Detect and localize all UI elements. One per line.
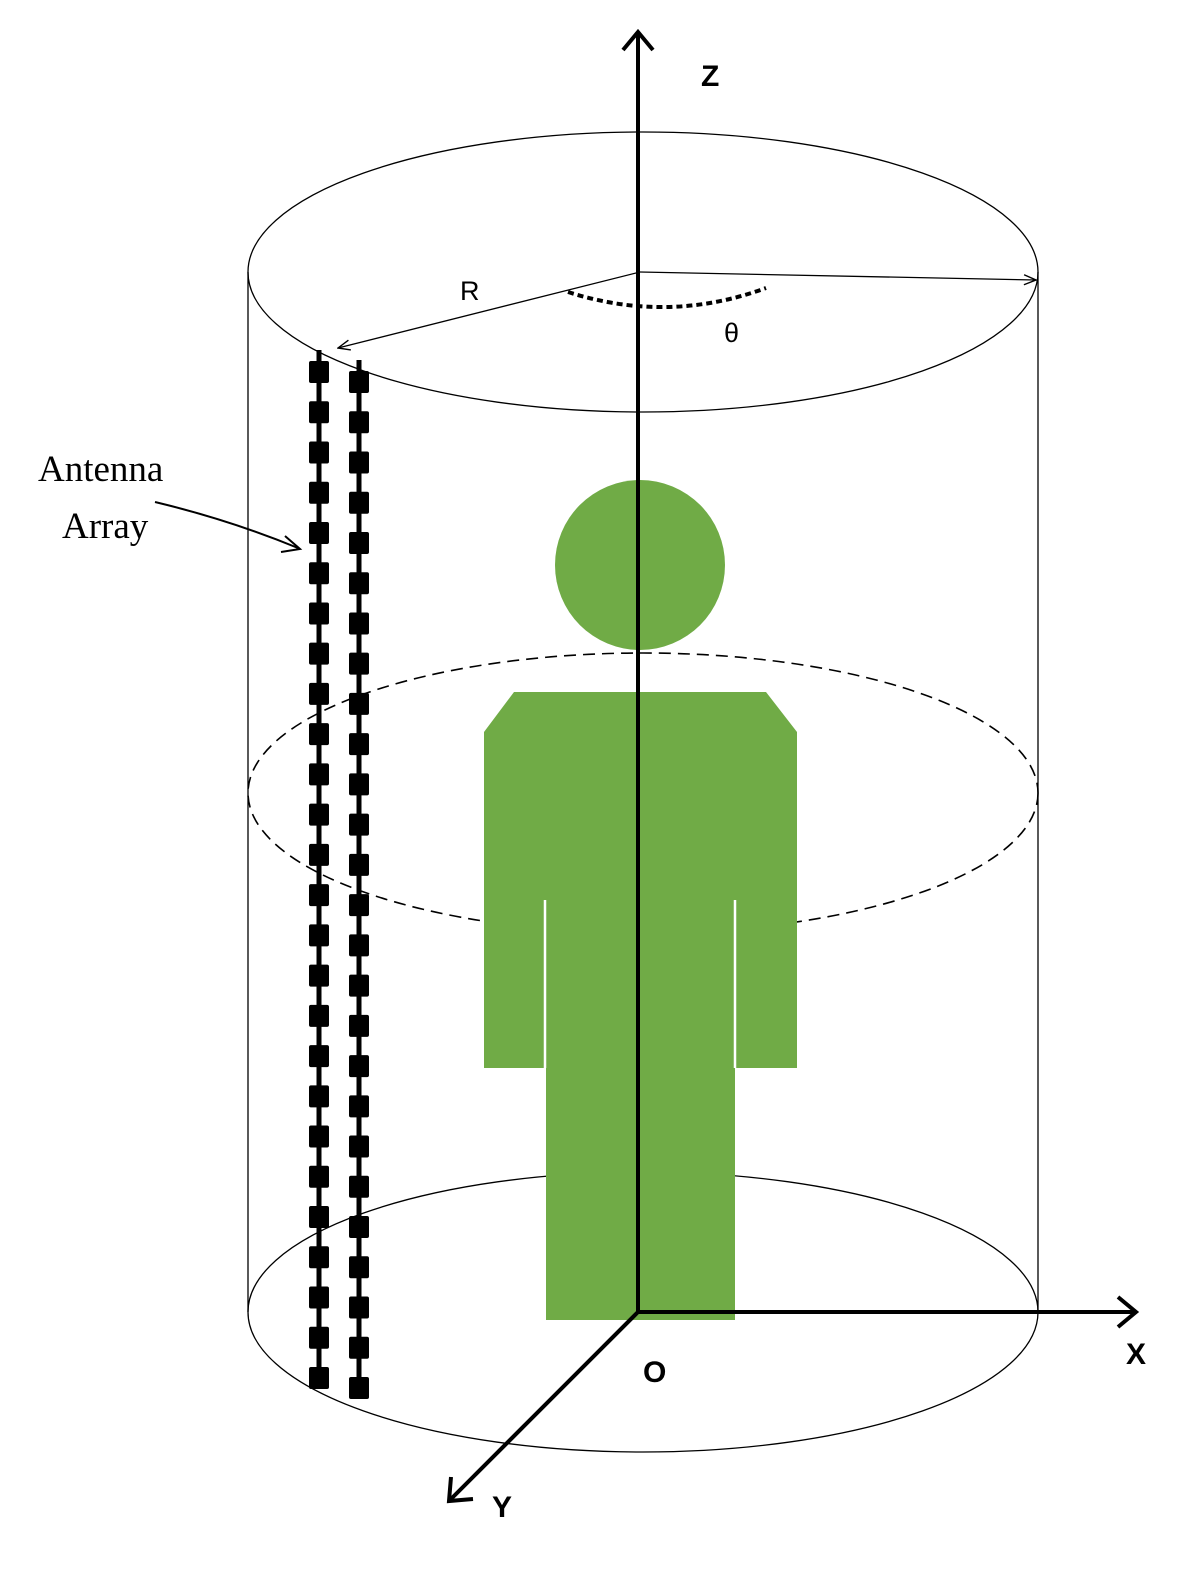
origin-label: O — [643, 1356, 666, 1389]
antenna-elements-right — [349, 371, 369, 1399]
antenna-element-right-21 — [349, 1175, 369, 1198]
antenna-element-left-5 — [309, 521, 329, 544]
antenna-element-right-9 — [349, 692, 369, 715]
antenna-element-right-7 — [349, 612, 369, 635]
antenna-element-left-24 — [309, 1286, 329, 1309]
antenna-pointer-arrow — [154, 501, 299, 549]
antenna-element-left-2 — [309, 401, 329, 424]
antenna-element-left-4 — [309, 481, 329, 504]
antenna-element-right-2 — [349, 411, 369, 434]
antenna-element-left-1 — [309, 361, 329, 383]
antenna-element-right-8 — [349, 652, 369, 675]
antenna-element-left-18 — [309, 1045, 329, 1068]
antenna-element-left-19 — [309, 1085, 329, 1108]
antenna-element-right-20 — [349, 1135, 369, 1158]
angle-theta-arc — [567, 286, 767, 310]
antenna-element-left-20 — [309, 1125, 329, 1148]
antenna-element-right-25 — [349, 1336, 369, 1359]
antenna-element-right-4 — [349, 491, 369, 514]
antenna-element-left-25 — [309, 1326, 329, 1349]
antenna-element-left-11 — [309, 763, 329, 786]
radius-line-right — [639, 271, 1036, 280]
antenna-element-right-3 — [349, 451, 369, 474]
antenna-element-right-24 — [349, 1296, 369, 1319]
z-axis-label: Z — [701, 60, 719, 93]
x-axis-label: X — [1126, 1338, 1146, 1371]
antenna-element-left-12 — [309, 803, 329, 826]
antenna-element-right-11 — [349, 773, 369, 796]
antenna-element-right-5 — [349, 531, 369, 554]
antenna-element-left-8 — [309, 642, 329, 665]
antenna-element-right-12 — [349, 813, 369, 836]
antenna-element-right-1 — [349, 371, 369, 393]
antenna-element-left-6 — [309, 562, 329, 585]
z-axis-arrowhead — [621, 28, 655, 52]
antenna-element-right-26 — [349, 1377, 369, 1399]
x-axis-arrowhead — [1116, 1295, 1140, 1329]
antenna-label-line2: Array — [62, 506, 149, 547]
antenna-callout: Antenna Array — [38, 449, 303, 553]
antenna-element-left-22 — [309, 1206, 329, 1229]
antenna-element-left-10 — [309, 723, 329, 746]
antenna-element-left-21 — [309, 1165, 329, 1188]
antenna-element-left-26 — [309, 1367, 329, 1389]
radius-angle-markers: R θ — [338, 271, 1036, 348]
antenna-element-right-14 — [349, 894, 369, 917]
antenna-array — [309, 350, 369, 1399]
y-axis-label: Y — [492, 1491, 512, 1524]
angle-label: θ — [724, 318, 739, 348]
y-axis — [448, 1310, 640, 1502]
antenna-pointer-arrowhead — [280, 535, 303, 553]
radius-line-r — [338, 271, 641, 348]
y-axis-arrowhead — [446, 1476, 474, 1504]
antenna-element-right-18 — [349, 1055, 369, 1078]
antenna-element-right-10 — [349, 733, 369, 756]
antenna-element-right-22 — [349, 1216, 369, 1239]
antenna-element-right-19 — [349, 1095, 369, 1118]
antenna-element-left-17 — [309, 1004, 329, 1027]
radius-label: R — [460, 276, 480, 306]
antenna-element-right-13 — [349, 853, 369, 876]
human-figure — [484, 480, 797, 1320]
antenna-element-left-14 — [309, 884, 329, 907]
antenna-label-line1: Antenna — [38, 449, 163, 490]
antenna-element-right-23 — [349, 1256, 369, 1279]
antenna-element-left-3 — [309, 441, 329, 464]
antenna-element-left-7 — [309, 602, 329, 625]
antenna-element-right-16 — [349, 974, 369, 997]
antenna-element-right-6 — [349, 572, 369, 595]
antenna-element-left-23 — [309, 1246, 329, 1269]
coordinate-axes: Z X Y O — [446, 28, 1146, 1524]
antenna-elements-left — [309, 361, 329, 1389]
antenna-element-left-13 — [309, 843, 329, 866]
antenna-element-right-17 — [349, 1014, 369, 1037]
antenna-element-left-16 — [309, 964, 329, 987]
antenna-element-left-9 — [309, 682, 329, 705]
antenna-element-right-15 — [349, 934, 369, 957]
figure-body — [484, 692, 797, 1320]
antenna-element-left-15 — [309, 924, 329, 947]
